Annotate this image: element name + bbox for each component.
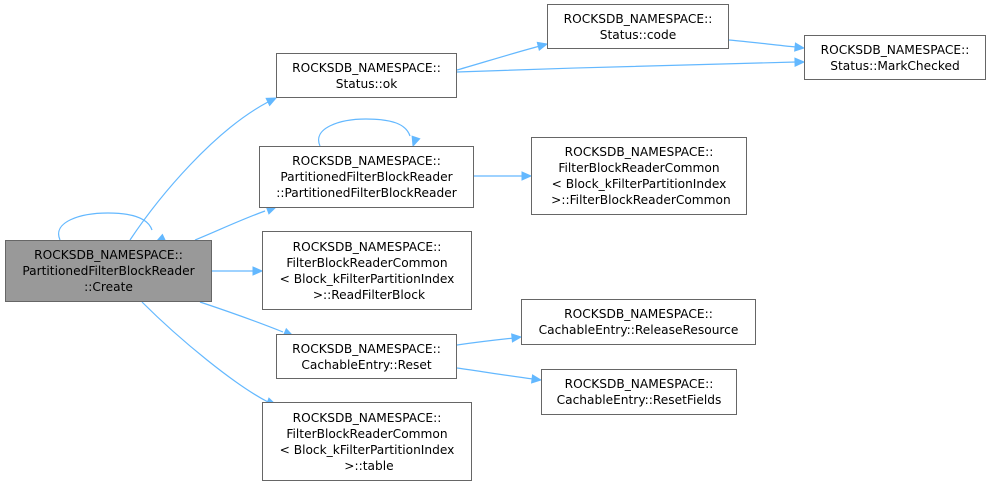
edge-create-to-status-ok — [129, 101, 269, 241]
arrowhead-create-to-fbrc-readfilterblock — [252, 266, 264, 276]
node-pfbr-ctor[interactable]: ROCKSDB_NAMESPACE::PartitionedFilterBloc… — [259, 146, 474, 208]
edge-pfbr-ctor-to-pfbr-ctor — [318, 118, 411, 147]
node-fbrc-readfilterblock[interactable]: ROCKSDB_NAMESPACE::FilterBlockReaderComm… — [262, 231, 472, 310]
node-label-line: < Block_kFilterPartitionIndex — [279, 442, 455, 457]
node-label-line: < Block_kFilterPartitionIndex — [279, 271, 455, 286]
node-ce-releaseresource[interactable]: ROCKSDB_NAMESPACE::CachableEntry::Releas… — [521, 299, 756, 345]
arrowhead-status-code-to-status-markchecked — [794, 42, 806, 52]
edge-create-to-fbrc-table — [141, 301, 269, 403]
arrowhead-ce-reset-to-ce-releaseresource — [511, 333, 523, 343]
node-label-line: >::ReadFilterBlock — [308, 287, 426, 302]
edge-status-code-to-status-markchecked — [728, 39, 797, 48]
node-label-line: CachableEntry::ResetFields — [556, 393, 722, 407]
node-create: ROCKSDB_NAMESPACE::PartitionedFilterBloc… — [5, 240, 212, 302]
node-label-line: FilterBlockReaderCommon — [558, 161, 720, 175]
node-label-line: ::Create — [84, 280, 133, 294]
node-label-line: ROCKSDB_NAMESPACE:: — [564, 307, 713, 321]
node-label-line: ROCKSDB_NAMESPACE:: — [292, 60, 441, 75]
node-ce-resetfields[interactable]: ROCKSDB_NAMESPACE::CachableEntry::ResetF… — [541, 369, 737, 415]
node-label-line: PartitionedFilterBlockReader — [280, 170, 453, 184]
edge-ce-reset-to-ce-releaseresource — [456, 337, 515, 346]
node-label-line: FilterBlockReaderCommon — [286, 426, 448, 441]
edge-status-ok-to-status-markchecked — [456, 61, 797, 73]
node-label-line: FilterBlockReaderCommon — [286, 255, 448, 270]
edge-create-to-ce-reset — [199, 301, 284, 333]
node-label-line: ::PartitionedFilterBlockReader — [276, 186, 457, 200]
arrowhead-status-ok-to-status-code — [536, 41, 549, 51]
node-label-line: ROCKSDB_NAMESPACE:: — [292, 341, 441, 356]
node-label-line: CachableEntry::Reset — [301, 357, 432, 372]
node-fbrc-table[interactable]: ROCKSDB_NAMESPACE::FilterBlockReaderComm… — [262, 402, 472, 481]
node-label-line: >::table — [340, 458, 394, 473]
node-fbrc-ctor[interactable]: ROCKSDB_NAMESPACE::FilterBlockReaderComm… — [531, 137, 747, 215]
node-label-line: Status::code — [599, 27, 677, 42]
node-label-line: ROCKSDB_NAMESPACE:: — [564, 145, 714, 159]
node-label-line: Status::ok — [335, 76, 398, 91]
edge-ce-reset-to-ce-resetfields — [456, 367, 534, 380]
edge-create-to-pfbr-ctor — [194, 210, 266, 241]
node-ce-reset[interactable]: ROCKSDB_NAMESPACE::CachableEntry::Reset — [276, 334, 457, 379]
node-label-line: ROCKSDB_NAMESPACE:: — [820, 42, 970, 57]
node-label-line: CachableEntry::ReleaseResource — [538, 323, 739, 337]
edge-status-ok-to-status-code — [456, 45, 541, 71]
node-label-line: PartitionedFilterBlockReader — [22, 264, 195, 278]
node-label-line: ROCKSDB_NAMESPACE:: — [563, 11, 713, 26]
arrowhead-status-ok-to-status-markchecked — [794, 57, 806, 67]
arrowhead-create-to-status-ok — [265, 97, 278, 107]
node-label-line: ROCKSDB_NAMESPACE:: — [564, 377, 714, 391]
node-label-line: >::FilterBlockReaderCommon — [547, 193, 731, 207]
node-label-line: ROCKSDB_NAMESPACE:: — [292, 410, 442, 425]
node-label-line: Status::MarkChecked — [830, 58, 960, 73]
edge-create-to-create — [58, 212, 153, 241]
arrowhead-pfbr-ctor-to-fbrc-ctor — [521, 171, 533, 181]
node-status-ok[interactable]: ROCKSDB_NAMESPACE::Status::ok — [276, 53, 457, 98]
arrowhead-pfbr-ctor-to-pfbr-ctor — [411, 135, 421, 148]
node-status-markchecked[interactable]: ROCKSDB_NAMESPACE::Status::MarkChecked — [804, 35, 986, 80]
node-status-code[interactable]: ROCKSDB_NAMESPACE::Status::code — [547, 4, 729, 49]
node-label-line: ROCKSDB_NAMESPACE:: — [34, 248, 183, 262]
arrowhead-ce-reset-to-ce-resetfields — [530, 374, 543, 384]
node-label-line: ROCKSDB_NAMESPACE:: — [292, 239, 442, 254]
node-label-line: < Block_kFilterPartitionIndex — [551, 177, 727, 191]
node-label-line: ROCKSDB_NAMESPACE:: — [292, 154, 441, 168]
